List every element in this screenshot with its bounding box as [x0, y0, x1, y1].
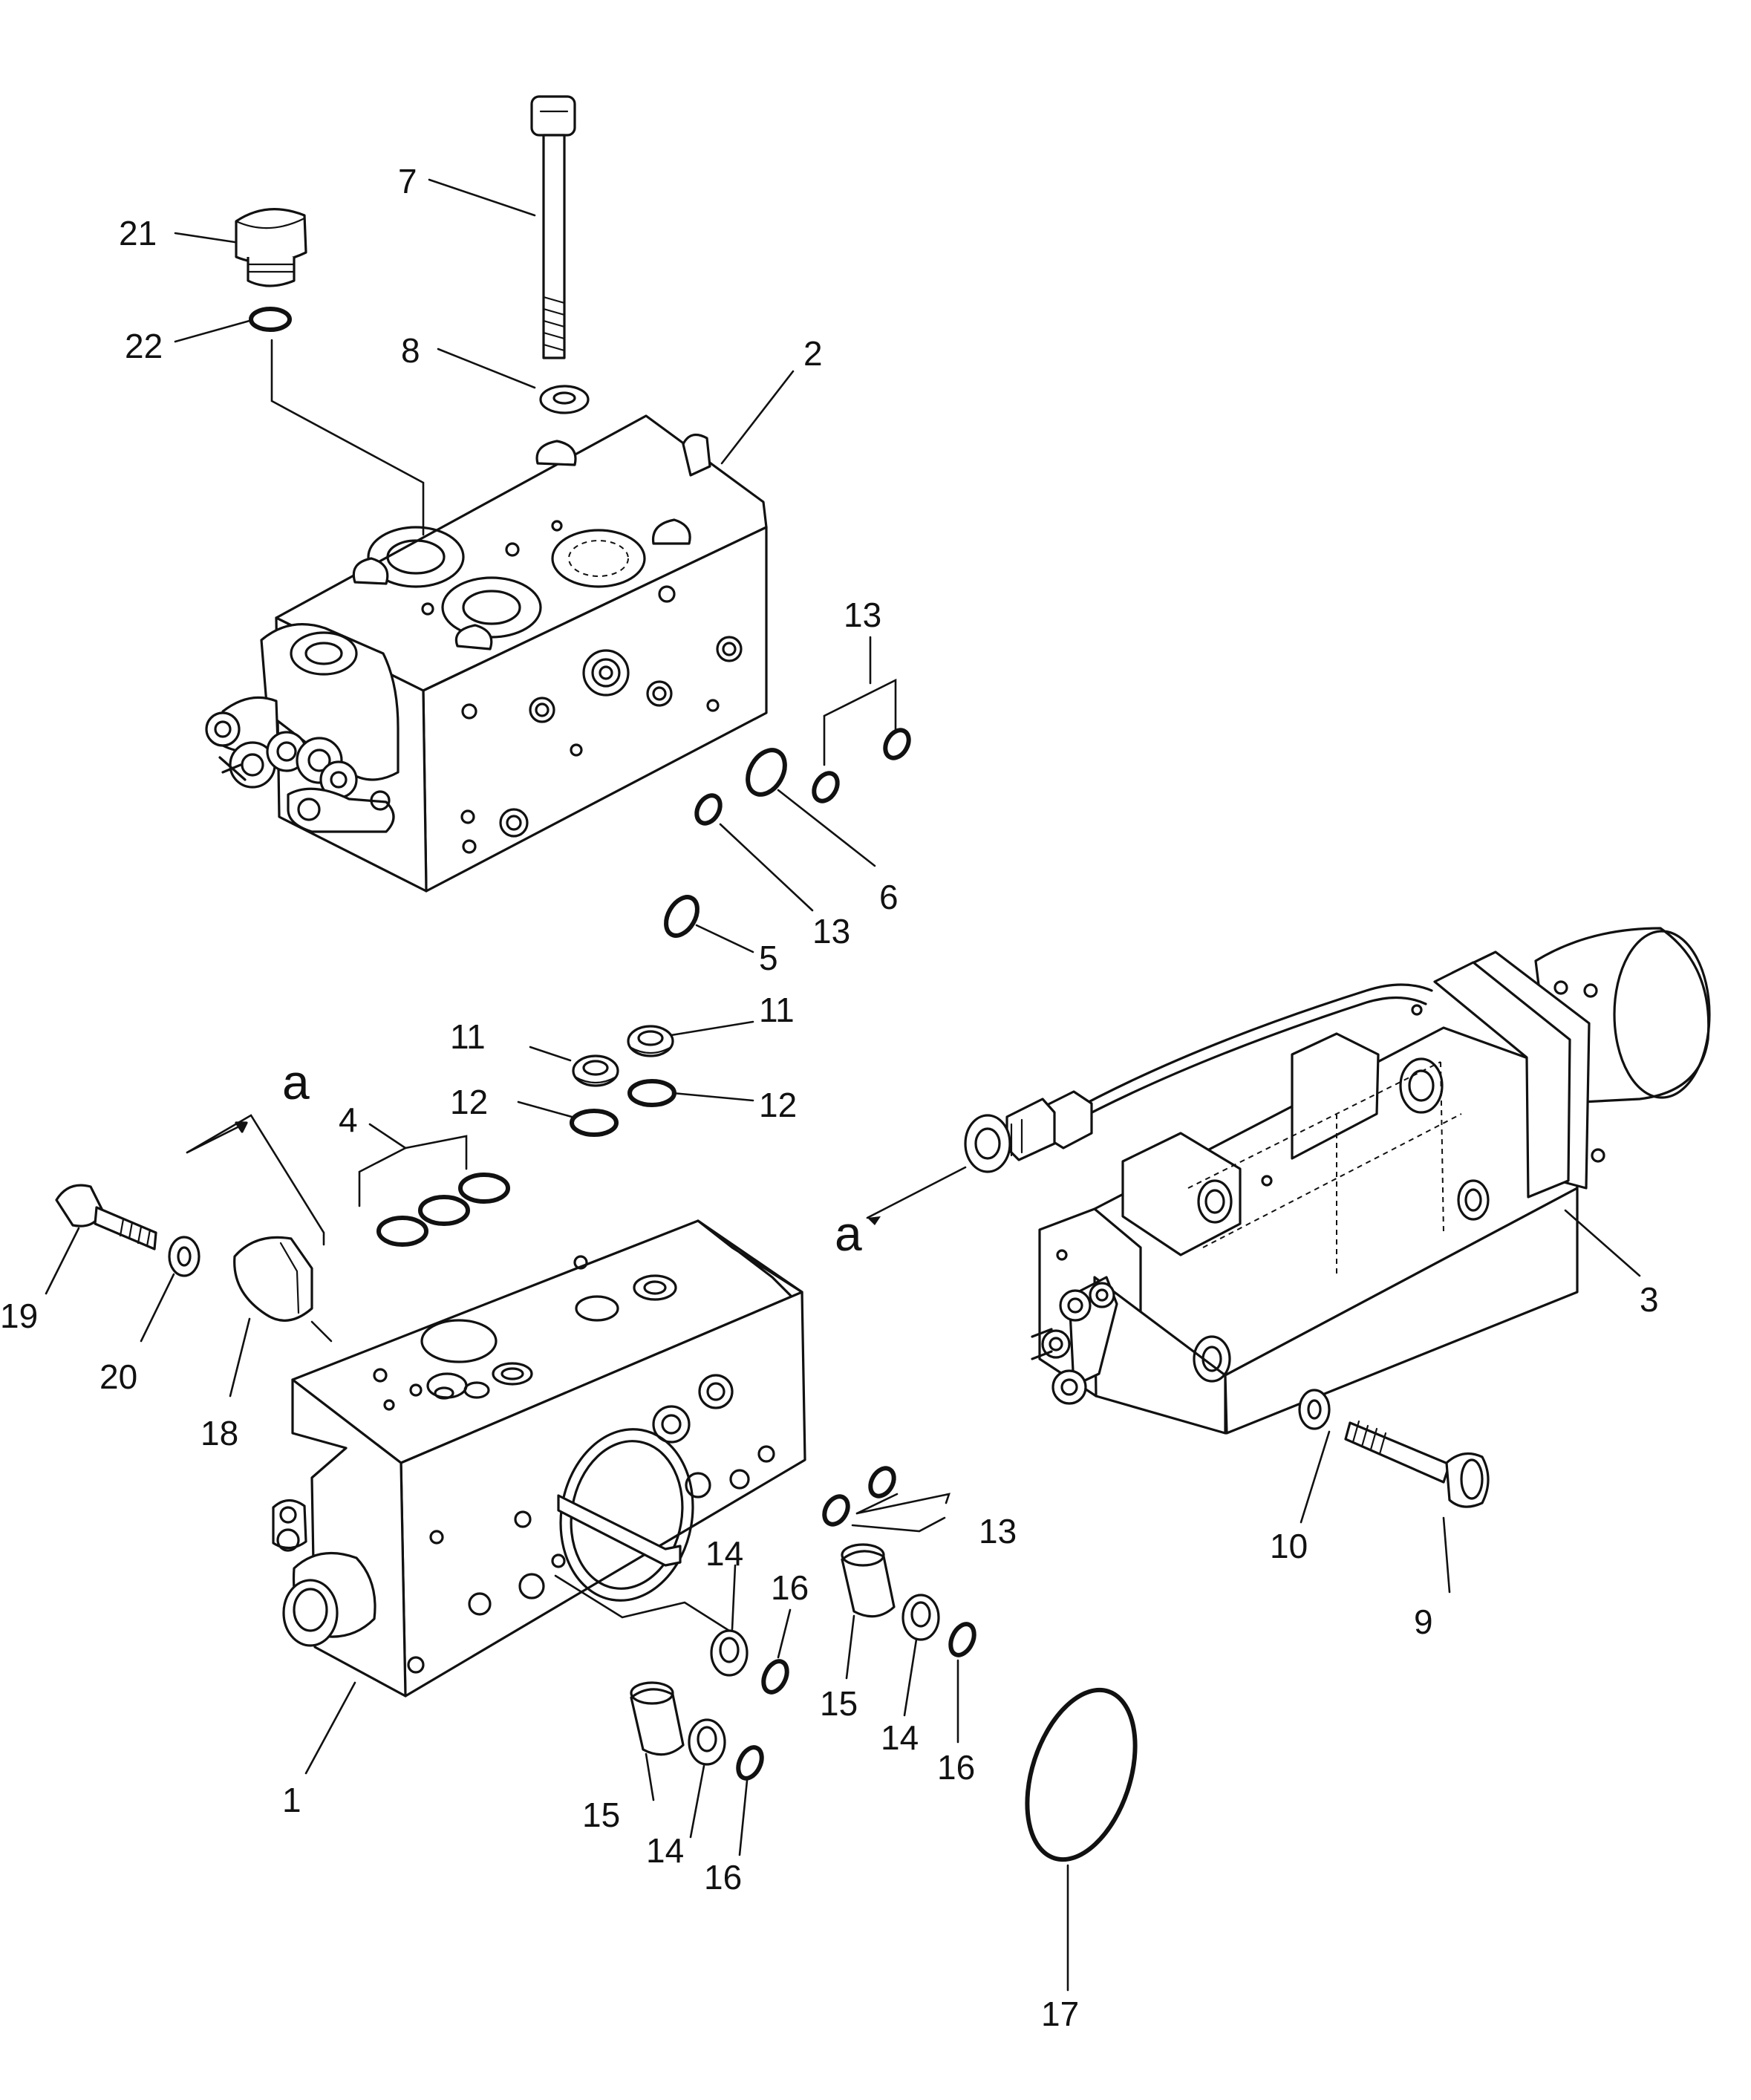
- label-16-right: 16: [937, 1748, 975, 1787]
- seal-14-upper: [710, 1629, 749, 1677]
- label-16-lower: 16: [704, 1858, 742, 1897]
- seal-11-right: [627, 1025, 674, 1057]
- oring-5: [664, 895, 700, 938]
- label-12-right: 12: [759, 1086, 797, 1124]
- label-19: 19: [0, 1297, 38, 1335]
- label-21: 21: [119, 214, 157, 252]
- label-9: 9: [1414, 1602, 1433, 1641]
- label-13-upper: 13: [844, 596, 881, 634]
- piston-15-right: [841, 1543, 896, 1618]
- reference-a-left-line: [186, 1114, 325, 1246]
- oring-6: [746, 748, 787, 797]
- clamp-link-line: [310, 1320, 333, 1343]
- label-10: 10: [1270, 1527, 1308, 1565]
- label-15-lower: 15: [582, 1796, 620, 1834]
- label-14-right: 14: [881, 1718, 919, 1757]
- label-1: 1: [282, 1781, 301, 1819]
- label-17: 17: [1041, 1995, 1079, 2033]
- bolt-9: [1344, 1420, 1490, 1508]
- oring-17: [1025, 1687, 1138, 1862]
- actuator-3: [964, 927, 1711, 1435]
- seal-14-right: [901, 1594, 940, 1641]
- label-2: 2: [803, 334, 823, 373]
- washer-20: [168, 1236, 200, 1277]
- label-11-right: 11: [759, 991, 795, 1029]
- washer-8: [539, 385, 590, 414]
- piston-15-lower: [630, 1681, 685, 1756]
- oring-16-right: [948, 1622, 976, 1657]
- oring-12-left: [570, 1109, 619, 1137]
- label-a-left: a: [282, 1054, 310, 1109]
- plug-21: [235, 208, 307, 287]
- oring-13-lower-1: [822, 1494, 850, 1527]
- label-12-left: 12: [450, 1083, 488, 1121]
- oring-13-lower-2: [868, 1466, 896, 1499]
- label-20: 20: [100, 1357, 137, 1396]
- reference-a-left-arrowhead: [235, 1121, 248, 1133]
- label-16-upper: 16: [771, 1568, 809, 1607]
- seal-11-left: [572, 1054, 619, 1087]
- label-6: 6: [879, 878, 899, 916]
- washer-10: [1298, 1389, 1331, 1430]
- reference-a-right-arrowhead: [867, 1216, 881, 1225]
- leader-lines: [45, 178, 1641, 1992]
- bolt-19: [55, 1184, 157, 1250]
- label-13-lower: 13: [979, 1512, 1017, 1550]
- label-13-mid: 13: [812, 912, 850, 950]
- label-3: 3: [1640, 1280, 1659, 1319]
- label-14-lower: 14: [646, 1831, 684, 1870]
- label-18: 18: [200, 1414, 238, 1452]
- leader-22-to-body2: [270, 339, 425, 536]
- reference-a-left-arrow: [186, 1121, 248, 1154]
- label-15-right: 15: [820, 1684, 858, 1723]
- label-4: 4: [339, 1100, 358, 1139]
- label-22: 22: [125, 327, 163, 365]
- oring-13-mid: [694, 793, 723, 826]
- oring-4-b: [418, 1195, 470, 1226]
- part-labels: 7 21 22 8 2 13 6 13 5 11 11 12 12 a 4 19…: [0, 162, 1659, 2033]
- label-a-right: a: [835, 1206, 862, 1261]
- bolt-7: [530, 95, 576, 359]
- oring-4-a: [376, 1216, 428, 1247]
- oring-22: [249, 307, 292, 332]
- valve-body-1: [272, 1219, 806, 1698]
- oring-12-right: [627, 1079, 676, 1107]
- label-11-left: 11: [450, 1017, 486, 1056]
- oring-4-c: [458, 1173, 510, 1204]
- seal-14-lower: [688, 1718, 726, 1766]
- clamp-18: [233, 1236, 313, 1322]
- label-7: 7: [398, 162, 417, 200]
- oring-13-upper-1: [812, 771, 840, 803]
- oring-16-lower: [736, 1745, 764, 1781]
- label-5: 5: [759, 939, 778, 977]
- oring-16-upper: [761, 1659, 789, 1695]
- label-8: 8: [401, 331, 420, 370]
- valve-body-2: [205, 414, 768, 893]
- label-14-upper: 14: [705, 1534, 743, 1573]
- oring-13-upper-2: [883, 728, 911, 760]
